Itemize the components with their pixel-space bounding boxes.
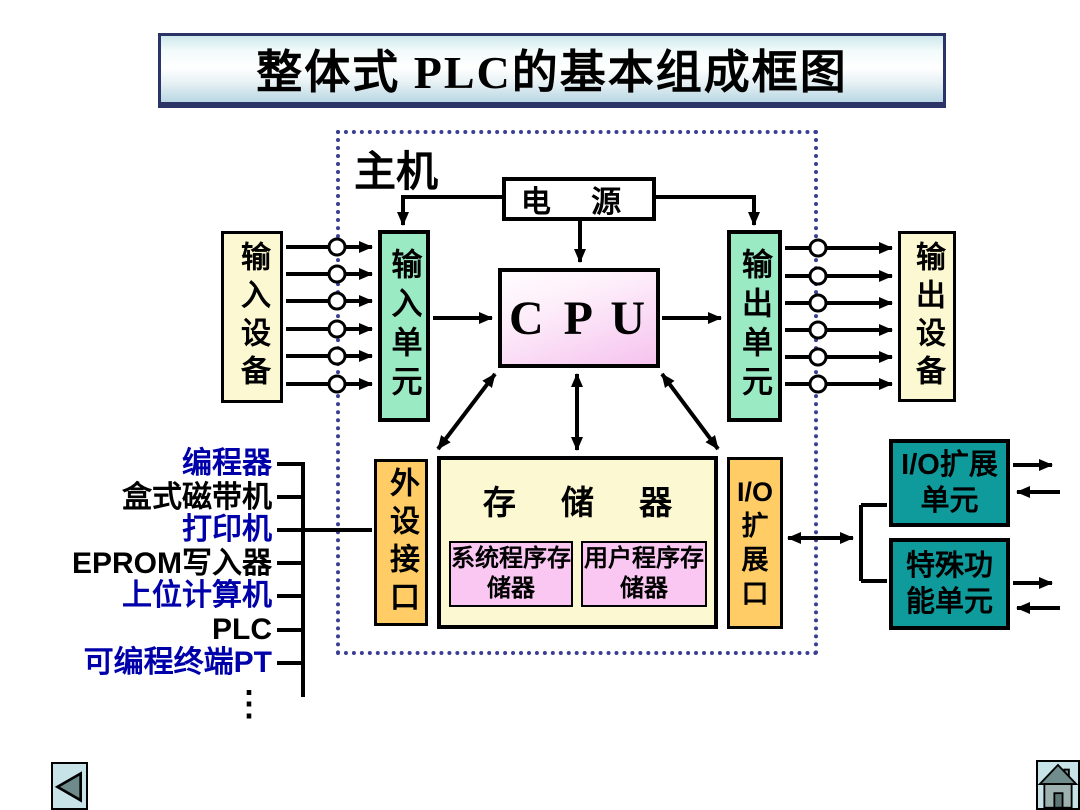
peripheral-item-programmable-terminal: 可编程终端PT [83, 646, 272, 679]
special-function-unit-label: 特殊功能单元 [905, 550, 993, 618]
peripheral-item-printer: 打印机 [182, 513, 272, 546]
output-unit-block: 输出单元 [727, 230, 782, 422]
power-supply-block: 电 源 [502, 177, 656, 221]
peripheral-item-eprom-writer: EPROM写入器 [71, 547, 272, 580]
home-button[interactable] [1036, 760, 1080, 810]
title-banner: 整体式 PLC的基本组成框图 [158, 33, 946, 108]
output-device-label: 输出设备 [911, 240, 944, 393]
back-triangle-icon [54, 771, 82, 803]
peripheral-interface-block: 外设接口 [374, 459, 428, 626]
peripheral-ellipsis: ⋮ [232, 685, 266, 723]
back-button[interactable] [51, 762, 88, 810]
io-expansion-unit-block: I/O扩展单元 [889, 439, 1010, 527]
memory-label: 存 储 器 [482, 484, 691, 521]
power-supply-label: 电 源 [520, 186, 638, 219]
page-title: 整体式 PLC的基本组成框图 [256, 47, 848, 98]
input-device-block: 输入设备 [221, 231, 283, 403]
user-program-memory-block: 用户程序存储器 [581, 541, 707, 607]
input-unit-label: 输入单元 [386, 248, 422, 404]
io-expansion-port-label: I/O扩展口 [736, 477, 773, 609]
host-label: 主机 [354, 148, 439, 195]
peripheral-item-host-computer: 上位计算机 [122, 579, 272, 612]
input-device-label: 输入设备 [236, 241, 269, 393]
input-unit-block: 输入单元 [378, 230, 430, 422]
peripheral-item-programmer: 编程器 [182, 447, 272, 480]
home-house-icon [1038, 763, 1078, 808]
special-function-unit-block: 特殊功能单元 [889, 538, 1010, 630]
io-expansion-unit-label: I/O扩展单元 [901, 449, 998, 517]
peripheral-interface-label: 外设接口 [385, 466, 418, 619]
peripheral-item-plc: PLC [212, 613, 272, 646]
peripheral-item-cassette: 盒式磁带机 [122, 481, 272, 514]
system-program-memory-label: 系统程序存储器 [451, 545, 571, 602]
cpu-block: C P U [498, 268, 660, 368]
io-expansion-port-block: I/O扩展口 [727, 457, 783, 629]
output-device-block: 输出设备 [898, 231, 956, 402]
user-program-memory-label: 用户程序存储器 [584, 545, 704, 602]
output-unit-label: 输出单元 [737, 248, 772, 404]
system-program-memory-block: 系统程序存储器 [449, 541, 573, 607]
cpu-label: C P U [509, 291, 649, 345]
